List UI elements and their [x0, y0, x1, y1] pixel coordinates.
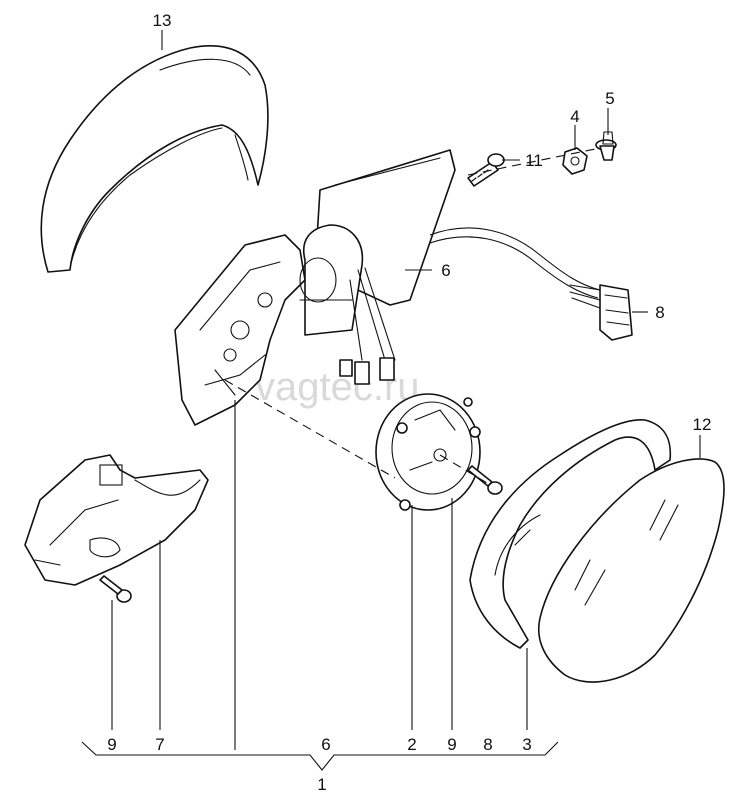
callout-bottom-3: 3 — [522, 735, 531, 754]
callout-bottom-7: 7 — [155, 735, 164, 754]
part-8-wiring-harness — [429, 227, 633, 341]
part-9-screw-left — [99, 575, 132, 603]
callout-6-top: 6 — [441, 261, 450, 280]
callout-bottom-9-right: 9 — [447, 735, 456, 754]
callout-8-side: 8 — [655, 303, 664, 322]
part-6-mirror-base — [174, 149, 456, 426]
part-2-adjusting-motor — [375, 393, 481, 511]
callout-12: 12 — [693, 415, 712, 434]
part-7-lower-housing — [24, 454, 209, 586]
leader-lines — [81, 30, 701, 771]
assembly-line-base-motor — [224, 379, 396, 479]
callout-5: 5 — [605, 89, 614, 108]
callout-bottom-6: 6 — [321, 735, 330, 754]
callout-bottom-2: 2 — [407, 735, 416, 754]
callout-11: 11 — [525, 151, 543, 170]
callout-bottom-9-left: 9 — [107, 735, 116, 754]
watermark-text: vagtec.ru — [255, 365, 420, 409]
part-4-nut — [562, 147, 588, 175]
part-11-screw — [467, 153, 505, 187]
part-13-mirror-cap — [40, 45, 269, 273]
callout-4: 4 — [570, 107, 579, 126]
part-12-mirror-glass — [538, 458, 725, 683]
callout-labels: 13 4 5 11 6 8 12 9 7 6 2 9 8 3 1 — [107, 11, 711, 794]
callout-bottom-8: 8 — [483, 735, 492, 754]
callout-assembly-1: 1 — [317, 775, 326, 794]
part-5-washer-screw — [595, 131, 617, 161]
assembly-line-fasteners — [467, 147, 601, 176]
part-3-mirror-housing — [469, 419, 672, 649]
part-9-screw-right — [467, 465, 503, 495]
assembly-line-screw — [439, 454, 488, 484]
callout-13: 13 — [153, 11, 172, 30]
